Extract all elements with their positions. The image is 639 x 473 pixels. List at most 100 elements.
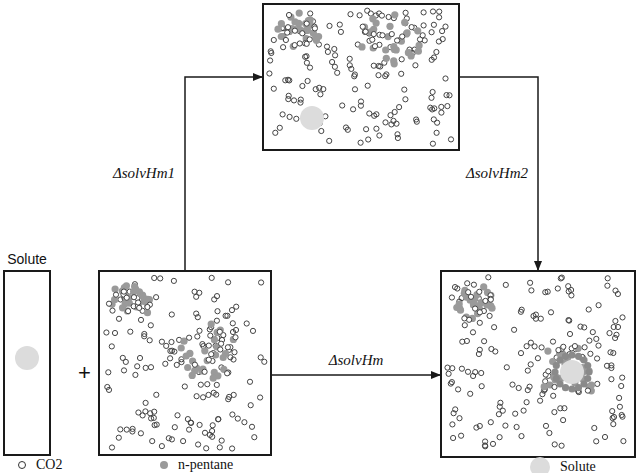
- particle-box: [98, 270, 272, 456]
- co2-molecule: [268, 58, 273, 63]
- co2-molecule: [370, 37, 375, 42]
- co2-molecule: [271, 86, 276, 91]
- legend-text: Solute: [560, 459, 596, 473]
- pentane-molecule: [544, 348, 551, 355]
- co2-molecule: [395, 135, 400, 140]
- co2-molecule: [552, 410, 557, 415]
- co2-molecule: [312, 26, 317, 31]
- co2-molecule: [558, 406, 563, 411]
- co2-molecule: [252, 435, 257, 440]
- co2-molecule: [149, 416, 154, 421]
- co2-molecule: [379, 13, 384, 18]
- co2-molecule: [133, 372, 138, 377]
- co2-molecule: [216, 417, 221, 422]
- co2-molecule: [116, 316, 121, 321]
- co2-molecule: [340, 103, 345, 108]
- co2-molecule: [429, 95, 434, 100]
- enthalpy-label: ΔsolvHm: [327, 352, 386, 369]
- co2-molecule: [518, 309, 523, 314]
- pentane-molecule: [291, 18, 298, 25]
- co2-molecule: [259, 280, 264, 285]
- co2-molecule: [163, 361, 168, 366]
- co2-molecule: [332, 46, 337, 51]
- co2-molecule: [572, 344, 577, 349]
- co2-molecule: [205, 382, 210, 387]
- co2-molecule: [218, 347, 223, 352]
- pentane-molecule: [551, 368, 558, 375]
- co2-molecule: [337, 22, 342, 27]
- co2-molecule: [247, 379, 252, 384]
- co2-molecule: [592, 425, 597, 430]
- legend-swatch: [18, 461, 26, 469]
- co2-molecule: [524, 344, 529, 349]
- co2-molecule: [230, 412, 235, 417]
- co2-molecule: [110, 308, 115, 313]
- co2-molecule: [154, 392, 159, 397]
- co2-molecule: [585, 388, 590, 393]
- pentane-molecule: [358, 43, 365, 50]
- pentane-molecule: [553, 375, 560, 382]
- co2-molecule: [513, 411, 518, 416]
- co2-molecule: [109, 445, 114, 450]
- pentane-molecule: [568, 351, 575, 358]
- co2-molecule: [430, 9, 435, 14]
- co2-molecule: [194, 394, 199, 399]
- co2-molecule: [319, 128, 324, 133]
- co2-molecule: [479, 370, 484, 375]
- co2-molecule: [439, 110, 444, 115]
- co2-molecule: [352, 74, 357, 79]
- co2-molecule: [192, 362, 197, 367]
- co2-molecule: [594, 336, 599, 341]
- co2-molecule: [374, 112, 379, 117]
- co2-molecule: [169, 312, 174, 317]
- co2-molecule: [558, 276, 563, 281]
- co2-molecule: [214, 318, 219, 323]
- co2-molecule: [267, 71, 272, 76]
- co2-molecule: [479, 384, 484, 389]
- co2-molecule: [225, 345, 230, 350]
- co2-molecule: [244, 321, 249, 326]
- co2-molecule: [430, 89, 435, 94]
- pentane-molecule: [217, 327, 224, 334]
- co2-molecule: [258, 355, 263, 360]
- co2-molecule: [327, 138, 332, 143]
- co2-molecule: [617, 404, 622, 409]
- co2-molecule: [429, 30, 434, 35]
- co2-molecule: [152, 275, 157, 280]
- co2-molecule: [448, 381, 453, 386]
- co2-molecule: [271, 37, 276, 42]
- co2-molecule: [550, 339, 555, 344]
- co2-molecule: [318, 92, 323, 97]
- co2-molecule: [297, 41, 302, 46]
- pentane-molecule: [119, 287, 126, 294]
- co2-molecule: [304, 41, 309, 46]
- pentane-molecule: [184, 364, 191, 371]
- co2-molecule: [376, 73, 381, 78]
- legend-text: CO2: [36, 457, 62, 473]
- co2-molecule: [131, 295, 136, 300]
- co2-molecule: [159, 444, 164, 449]
- co2-molecule: [595, 356, 600, 361]
- co2-molecule: [483, 439, 488, 444]
- co2-molecule: [204, 446, 209, 451]
- co2-molecule: [613, 335, 618, 340]
- co2-molecule: [397, 105, 402, 110]
- co2-molecule: [217, 445, 222, 450]
- pentane-molecule: [300, 28, 307, 35]
- co2-molecule: [169, 437, 174, 442]
- co2-molecule: [283, 37, 288, 42]
- co2-molecule: [291, 98, 296, 103]
- co2-molecule: [409, 25, 414, 30]
- co2-molecule: [384, 72, 389, 77]
- co2-molecule: [468, 391, 473, 396]
- co2-molecule: [206, 343, 211, 348]
- co2-molecule: [488, 420, 493, 425]
- co2-molecule: [596, 343, 601, 348]
- co2-molecule: [510, 382, 515, 387]
- co2-molecule: [610, 409, 615, 414]
- co2-molecule: [511, 327, 516, 332]
- co2-molecule: [123, 359, 128, 364]
- co2-molecule: [128, 329, 133, 334]
- pentane-molecule: [541, 383, 548, 390]
